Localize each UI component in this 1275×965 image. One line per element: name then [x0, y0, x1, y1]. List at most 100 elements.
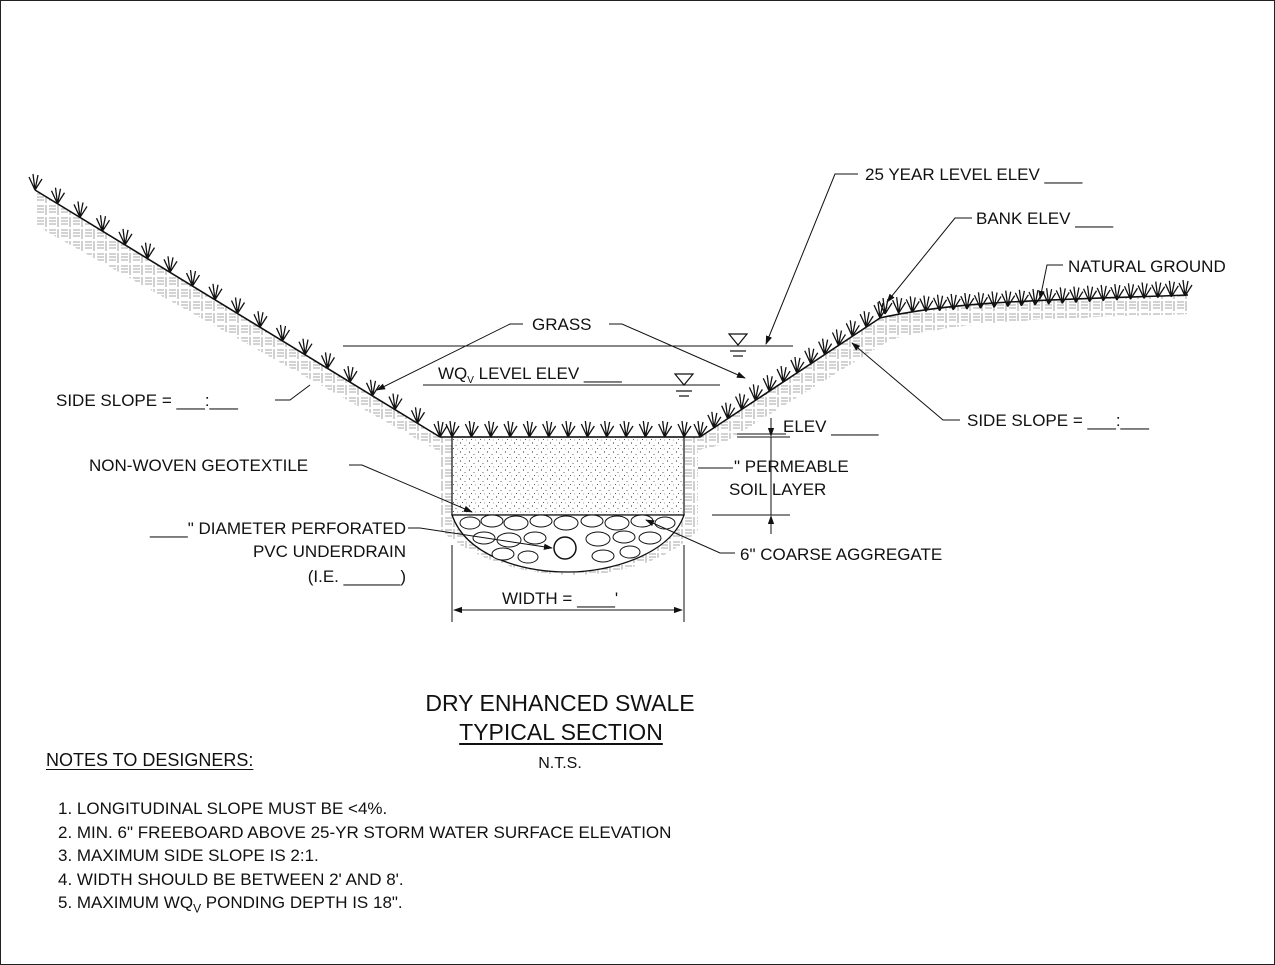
- grass-tuft: [1096, 284, 1111, 302]
- grass-tuft: [932, 294, 948, 312]
- water-level-symbol-25yr: [727, 333, 749, 357]
- grass-tufts: [28, 173, 1193, 438]
- scale-note: N.T.S.: [538, 755, 582, 772]
- grass-tuft: [1164, 280, 1179, 298]
- width-dimension: [451, 545, 685, 622]
- leader-lines: [275, 173, 1063, 554]
- grass-tuft: [804, 347, 819, 365]
- grass-tuft: [208, 283, 223, 301]
- grass-tuft: [1178, 279, 1193, 297]
- grass-tuft: [1069, 286, 1084, 303]
- grass-tuft: [433, 420, 448, 438]
- wqv-subscript: V: [467, 375, 474, 386]
- grass-tuft: [693, 420, 708, 438]
- note-item: 4. WIDTH SHOULD BE BETWEEN 2' AND 8'.: [58, 869, 404, 889]
- grass-tuft: [859, 311, 874, 328]
- grass-tuft: [707, 411, 722, 429]
- note5-main: 5. MAXIMUM WQ: [58, 893, 194, 912]
- grass-tuft: [721, 402, 736, 420]
- grass-tuft: [95, 215, 111, 232]
- note-item: 3. MAXIMUM SIDE SLOPE IS 2:1.: [58, 846, 319, 865]
- label-side-slope-left: SIDE SLOPE = ___:___: [56, 391, 238, 410]
- grass-tuft: [776, 365, 791, 383]
- grass-tuft: [905, 296, 920, 313]
- grass-tuft: [946, 293, 961, 311]
- label-pipe-line2: PVC UNDERDRAIN: [253, 542, 406, 561]
- notes-heading: NOTES TO DESIGNERS:: [46, 750, 254, 770]
- label-bank-elev: BANK ELEV ____: [976, 209, 1114, 228]
- grass-tuft: [580, 420, 595, 438]
- grass-tuft: [1028, 288, 1043, 306]
- grass-tuft: [185, 269, 201, 287]
- soil-depth-dimension: [712, 418, 790, 534]
- grass-tuft: [818, 338, 833, 355]
- grass-tuft: [50, 187, 66, 205]
- grass-tuft: [1055, 287, 1070, 304]
- wqv-main: WQ: [438, 364, 467, 383]
- grass-tuft: [561, 420, 576, 438]
- label-geotextile: NON-WOVEN GEOTEXTILE: [89, 456, 308, 475]
- grass-tuft: [619, 420, 634, 438]
- label-coarse-aggregate: 6" COARSE AGGREGATE: [740, 545, 942, 564]
- grass-tuft: [522, 420, 537, 438]
- grass-tuft: [1151, 281, 1166, 298]
- grass-tuft: [1042, 288, 1057, 305]
- grass-tuft: [960, 293, 975, 310]
- grass-tuft: [973, 292, 989, 309]
- label-25-year-level: 25 YEAR LEVEL ELEV ____: [865, 165, 1083, 184]
- notes-list: 1. LONGITUDINAL SLOPE MUST BE <4%. 2. MI…: [58, 797, 671, 921]
- note5-rest: PONDING DEPTH IS 18".: [201, 893, 403, 912]
- grass-tuft: [503, 420, 518, 438]
- label-permeable-line1: " PERMEABLE: [734, 457, 849, 476]
- wqv-rest: LEVEL ELEV ____: [474, 364, 622, 383]
- label-wqv-level: WQV LEVEL ELEV ____: [438, 364, 622, 386]
- grass-tuft: [343, 366, 358, 383]
- note-item: 5. MAXIMUM WQV PONDING DEPTH IS 18".: [58, 891, 671, 921]
- permeable-soil-layer: [451, 436, 685, 516]
- grass-tuft: [1082, 285, 1098, 303]
- label-pipe-line1: ____" DIAMETER PERFORATED: [149, 519, 406, 538]
- grass-tuft: [298, 338, 313, 356]
- grass-tuft: [28, 173, 43, 191]
- water-level-symbol-wqv: [673, 373, 695, 397]
- grass-tuft: [1001, 290, 1016, 307]
- grass-tuft: [163, 256, 178, 273]
- grass-tuft: [140, 242, 156, 259]
- grass-tuft: [253, 311, 268, 328]
- grass-tuft: [365, 379, 381, 397]
- grass-tuft: [987, 291, 1002, 308]
- grass-tuft: [542, 420, 557, 438]
- underdrain-pipe: [553, 536, 577, 560]
- grass-tuft: [1137, 282, 1152, 299]
- grass-tuft: [658, 420, 673, 438]
- label-pipe-line3: (I.E. ______): [308, 567, 406, 586]
- label-permeable-line2: SOIL LAYER: [729, 480, 826, 499]
- grass-tuft: [320, 352, 336, 369]
- label-elev: ELEV _____: [783, 417, 879, 436]
- grass-tuft: [410, 407, 426, 424]
- grass-tuft: [600, 420, 615, 438]
- grass-tuft: [919, 295, 934, 312]
- note-item: 2. MIN. 6" FREEBOARD ABOVE 25-YR STORM W…: [58, 822, 672, 842]
- grass-tuft: [734, 393, 750, 410]
- grass-tuft: [748, 384, 763, 401]
- grass-tuft: [73, 201, 88, 218]
- drawing-subtitle: TYPICAL SECTION: [459, 719, 663, 745]
- label-natural-ground: NATURAL GROUND: [1068, 257, 1226, 276]
- grass-tuft: [845, 320, 860, 337]
- aggregate-stones: [459, 514, 676, 564]
- label-grass: GRASS: [532, 315, 592, 334]
- grass-tuft: [1123, 283, 1138, 300]
- grass-tuft: [118, 228, 133, 246]
- drawing-title: DRY ENHANCED SWALE: [425, 690, 695, 716]
- grass-tuft: [878, 297, 893, 315]
- grass-tuft: [873, 301, 888, 319]
- grass-tuft: [275, 324, 291, 342]
- grass-tuft: [790, 356, 805, 374]
- grass-tuft: [762, 375, 777, 392]
- grass-tuft: [677, 420, 692, 438]
- label-width: WIDTH = ____': [502, 589, 618, 608]
- grass-tuft: [1110, 284, 1125, 301]
- grass-tuft: [464, 420, 479, 438]
